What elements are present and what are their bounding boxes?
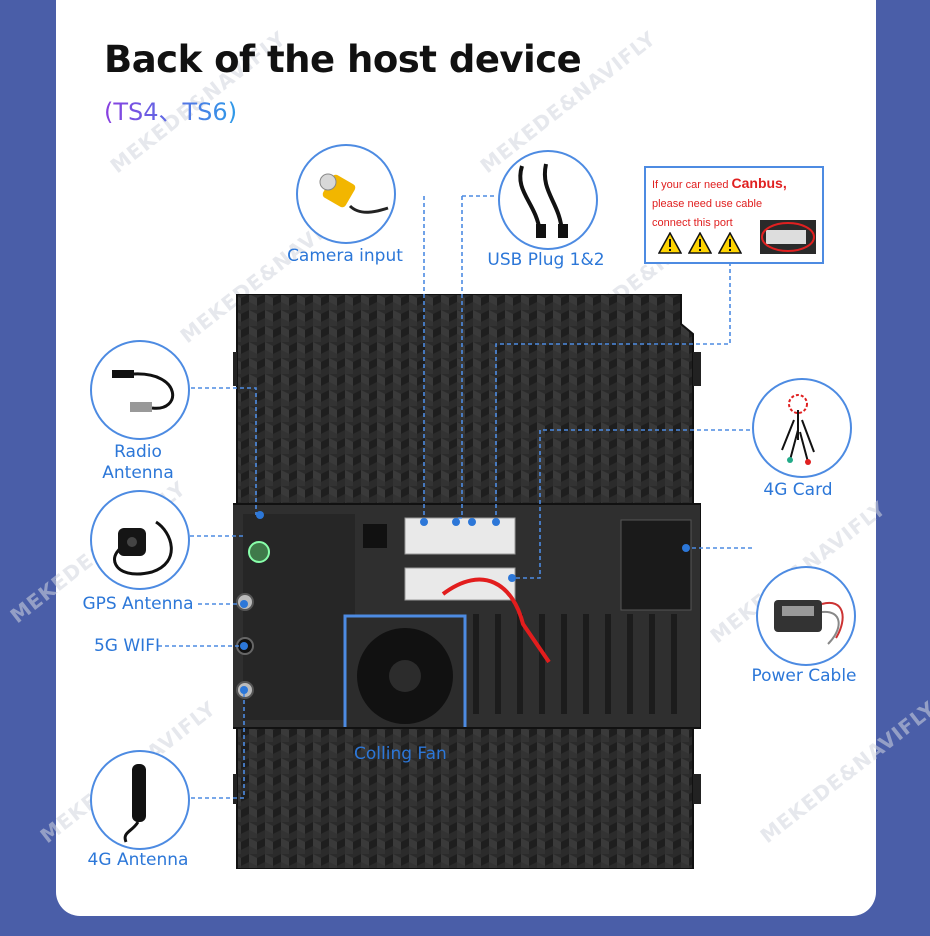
canbus-note: If your car need Canbus, please need use… [644, 166, 824, 264]
radio-antenna-label: Radio Antenna [102, 442, 174, 483]
host-device-illustration [233, 294, 701, 869]
power-cable-icon [756, 566, 856, 666]
canbus-line-3: connect this port [652, 217, 733, 229]
camera-input-label: Camera input [287, 246, 403, 266]
antenna-4g-icon [90, 750, 190, 850]
host-device-back [233, 294, 701, 869]
canbus-note-text: If your car need Canbus, please need use… [652, 174, 818, 233]
warning-icon [688, 232, 712, 254]
radio-antenna-icon [90, 340, 190, 440]
model-subtitle: (TS4、TS6) [104, 92, 237, 127]
cooling-fan-label: Colling Fan [354, 744, 447, 764]
gps-antenna-icon [90, 490, 190, 590]
card-4g-icon [752, 378, 852, 478]
card-4g-label: 4G Card [763, 480, 833, 500]
canbus-line-1: If your car need Canbus, [652, 175, 787, 191]
usb-plug-label: USB Plug 1&2 [487, 250, 605, 270]
canbus-port-photo [760, 220, 816, 254]
wifi-5g-label: 5G WIFI [93, 636, 160, 656]
usb-plug-icon [498, 150, 598, 250]
warning-icon [658, 232, 682, 254]
power-cable-label: Power Cable [751, 666, 857, 686]
camera-input-icon [296, 144, 396, 244]
gps-antenna-label: GPS Antenna [82, 594, 194, 614]
warning-icon [718, 232, 742, 254]
canbus-line-2: please need use cable [652, 198, 763, 210]
page-title: Back of the host device [104, 38, 582, 81]
antenna-4g-label: 4G Antenna [87, 850, 189, 870]
